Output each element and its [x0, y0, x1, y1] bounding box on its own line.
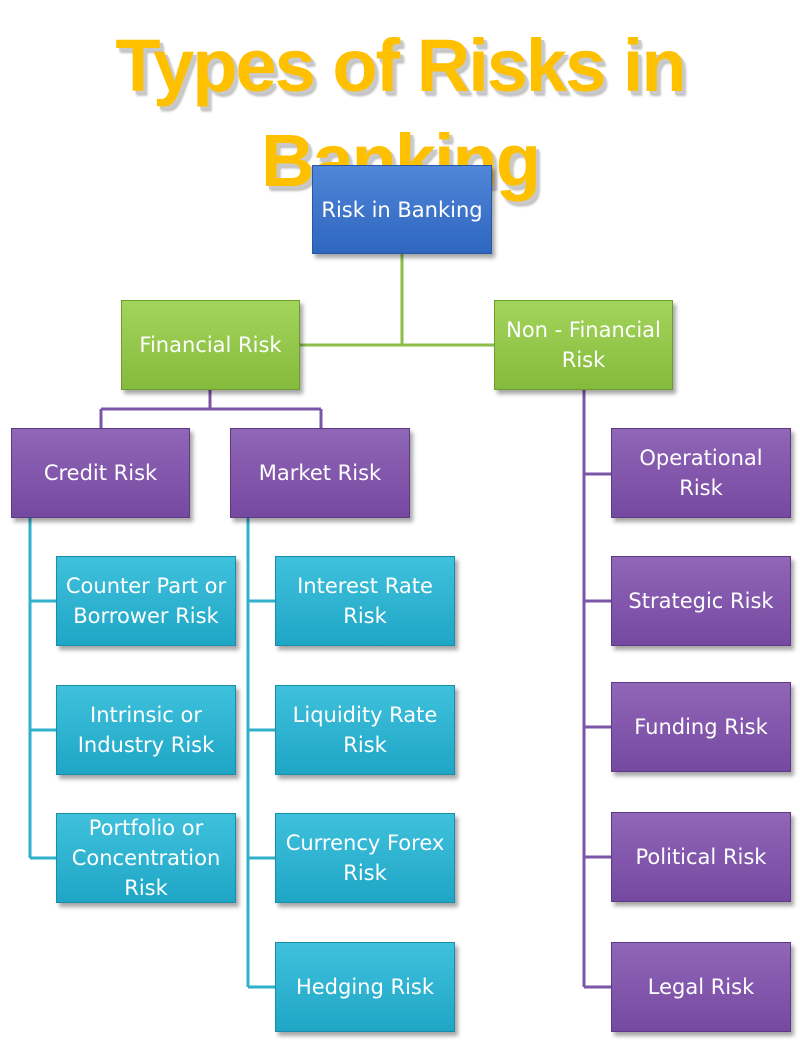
political-risk-node: Political Risk — [611, 812, 791, 902]
root-node: Risk in Banking — [312, 165, 492, 254]
portfolio-risk-node: Portfolio or Concentration Risk — [56, 813, 236, 903]
non-financial-risk-node: Non - Financial Risk — [494, 300, 673, 390]
legal-risk-node: Legal Risk — [611, 942, 791, 1032]
market-risk-node: Market Risk — [230, 428, 410, 518]
hedging-risk-node: Hedging Risk — [275, 942, 455, 1032]
interest-rate-risk-node: Interest Rate Risk — [275, 556, 455, 646]
currency-forex-risk-node: Currency Forex Risk — [275, 813, 455, 903]
diagram-title: Types of Risks in Banking — [115, 24, 686, 202]
counterpart-risk-node: Counter Part or Borrower Risk — [56, 556, 236, 646]
credit-risk-node: Credit Risk — [11, 428, 190, 518]
operational-risk-node: Operational Risk — [611, 428, 791, 518]
liquidity-rate-risk-node: Liquidity Rate Risk — [275, 685, 455, 775]
funding-risk-node: Funding Risk — [611, 682, 791, 772]
intrinsic-risk-node: Intrinsic or Industry Risk — [56, 685, 236, 775]
financial-risk-node: Financial Risk — [121, 300, 300, 390]
strategic-risk-node: Strategic Risk — [611, 556, 791, 646]
